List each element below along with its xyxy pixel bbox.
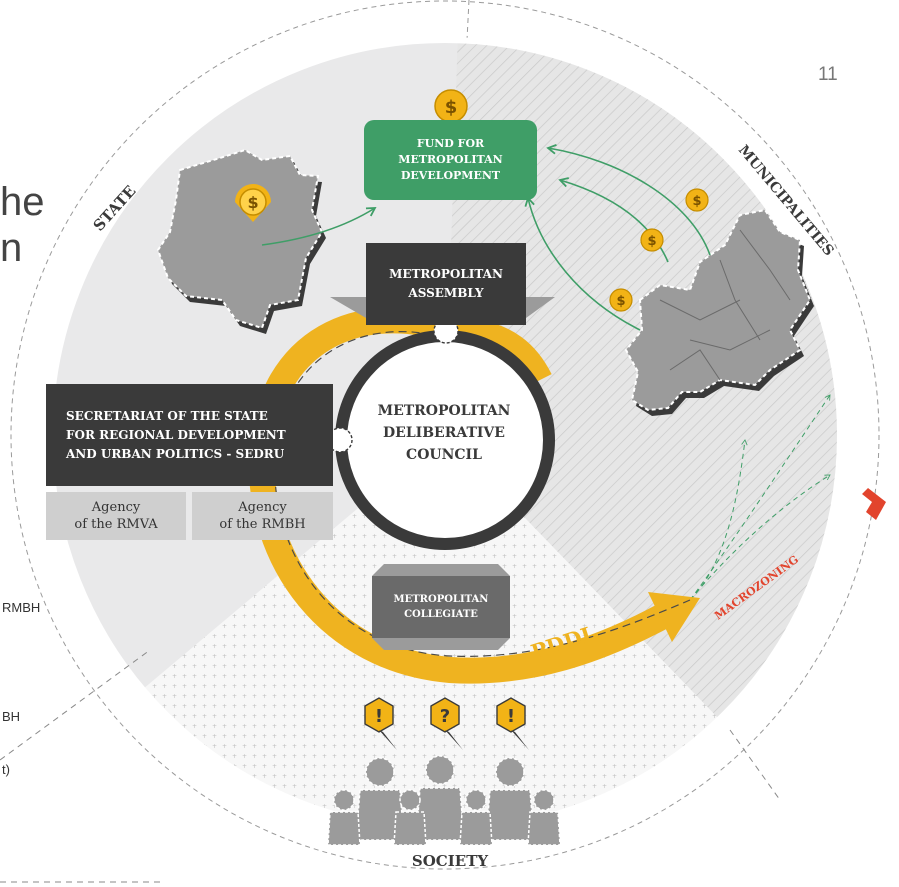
page-number: 11	[818, 64, 838, 85]
agency-rmbh-line2: of the RMBH	[219, 517, 306, 532]
collegiate-line2: COLLEGIATE	[404, 609, 478, 620]
agency-rmbh-line1: Agency	[238, 500, 287, 515]
coin-symbol: $	[247, 193, 258, 212]
assembly-box: METROPOLITAN ASSEMBLY	[366, 243, 526, 325]
cut-text-2: n	[0, 226, 23, 270]
speech-bubbles: ! ? !	[364, 697, 529, 750]
council-line3: COUNCIL	[406, 447, 482, 463]
funding-arrows	[261, 144, 711, 331]
council-line2: DELIBERATIVE	[383, 425, 505, 441]
outer-dashed-ring	[10, 0, 880, 870]
secretariat-line1: SECRETARIAT OF THE STATE	[66, 408, 268, 423]
fund-line3: DEVELOPMENT	[400, 169, 501, 182]
assembly-line2: ASSEMBLY	[408, 286, 484, 300]
council-line1: METROPOLITAN	[377, 403, 511, 419]
agency-rmva-line2: of the RMVA	[74, 517, 158, 532]
secretariat-box: SECRETARIAT OF THE STATE FOR REGIONAL DE…	[46, 384, 333, 486]
fund-box: FUND FOR METROPOLITAN DEVELOPMENT	[364, 120, 537, 200]
council-label: METROPOLITAN DELIBERATIVE COUNCIL	[354, 400, 534, 466]
assembly-line1: METROPOLITAN	[389, 267, 503, 281]
pddi-arrowhead	[648, 592, 700, 642]
question-icon: ?	[440, 706, 450, 727]
coin-symbol: $	[616, 294, 625, 309]
agency-rmbh-box: Agency of the RMBH	[192, 492, 333, 540]
cut-text-bh: BH	[2, 709, 21, 724]
collegiate-box: METROPOLITAN COLLEGIATE	[372, 576, 510, 638]
right-radial-dash	[729, 729, 781, 801]
exclaim-icon: !	[507, 706, 515, 727]
coin-symbol: $	[445, 97, 458, 118]
municipalities-map	[624, 208, 814, 416]
agency-rmva-line1: Agency	[91, 500, 141, 515]
society-label: SOCIETY	[412, 852, 488, 870]
assembly-wing	[330, 297, 555, 318]
top-divider-line	[465, 0, 470, 61]
agency-rmva-box: Agency of the RMVA	[46, 492, 186, 540]
cut-text-rmbh: RMBH	[2, 600, 41, 615]
pddi-ring	[248, 307, 700, 684]
collegiate-line1: METROPOLITAN	[393, 594, 489, 605]
macrozoning-arrows	[689, 394, 831, 601]
left-radial-dash	[0, 649, 151, 761]
coin-symbol: $	[692, 194, 701, 209]
society-people	[327, 755, 561, 846]
cut-text-paren: t)	[2, 762, 10, 777]
fund-line2: METROPOLITAN	[398, 153, 503, 166]
secretariat-line2: FOR REGIONAL DEVELOPMENT	[66, 427, 286, 442]
red-chevron-icon	[862, 488, 886, 520]
cut-text-1: he	[0, 180, 45, 224]
fund-line1: FUND FOR	[416, 137, 485, 150]
state-map	[156, 148, 326, 334]
coin-symbol: $	[647, 234, 656, 249]
secretariat-line3: AND URBAN POLITICS - SEDRU	[66, 446, 285, 461]
exclaim-icon: !	[375, 706, 383, 727]
coin-icons: $ $ $ $ $	[235, 89, 709, 312]
